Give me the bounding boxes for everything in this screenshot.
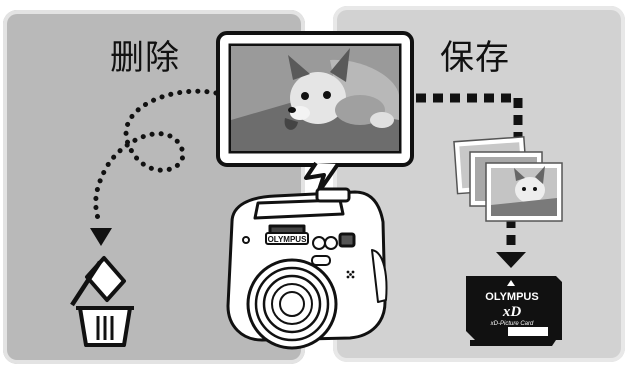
digital-camera: OLYMPUS xyxy=(226,187,388,350)
photo-stack xyxy=(453,136,563,222)
camera-speaker xyxy=(346,270,355,279)
card-name: xD-Picture Card xyxy=(490,321,534,327)
card-brand: OLYMPUS xyxy=(485,291,538,303)
xd-memory-card: OLYMPUS xD xD-Picture Card xyxy=(466,276,562,346)
camera-brand: OLYMPUS xyxy=(268,235,307,244)
delete-label: 删除 xyxy=(110,38,180,78)
save-label: 保存 xyxy=(440,38,510,78)
dog-photo-thumbnail xyxy=(231,46,399,151)
card-logo: xD xyxy=(502,304,522,320)
trash-icon xyxy=(70,256,134,347)
delete-path-dotted xyxy=(90,88,219,246)
photo-bubble xyxy=(216,31,414,195)
camera-lens xyxy=(246,258,338,350)
